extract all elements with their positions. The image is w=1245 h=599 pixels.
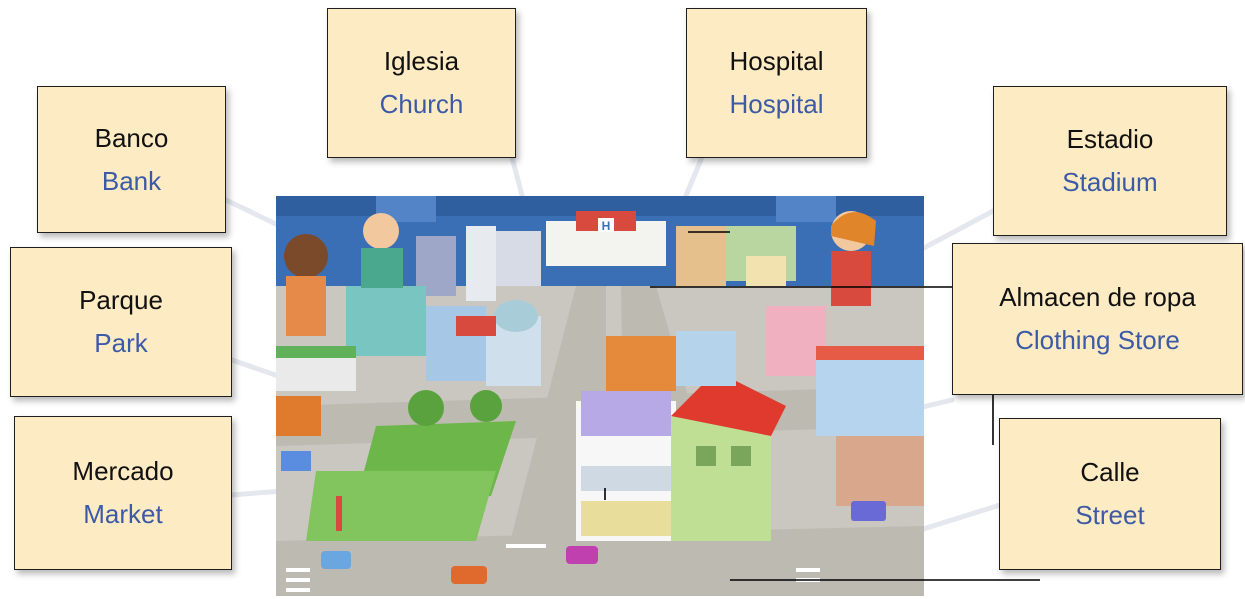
label-card-hospital: Hospital Hospital	[686, 8, 867, 158]
spanish-word: Banco	[94, 122, 169, 153]
stadium-court	[836, 436, 924, 506]
svg-text:H: H	[602, 219, 611, 233]
bank-building	[346, 286, 426, 356]
church-dome	[494, 300, 538, 332]
spanish-word: Parque	[79, 285, 163, 316]
label-card-park: Parque Park	[10, 247, 232, 397]
label-card-market: Mercado Market	[14, 416, 232, 570]
label-card-street: Calle Street	[999, 418, 1221, 570]
boy-character	[363, 213, 399, 249]
english-word: Church	[379, 89, 464, 119]
spanish-word: Hospital	[729, 46, 824, 77]
english-word: Clothing Store	[1015, 325, 1180, 355]
english-word: Hospital	[729, 89, 824, 119]
english-word: Park	[94, 328, 148, 358]
label-card-clothing-store: Almacen de ropa Clothing Store	[952, 243, 1243, 395]
spanish-word: Mercado	[72, 456, 174, 487]
label-card-stadium: Estadio Stadium	[993, 86, 1227, 236]
english-word: Street	[1075, 500, 1145, 530]
girl-character	[284, 234, 328, 278]
spanish-word: Iglesia	[383, 46, 460, 77]
city-illustration: H	[276, 196, 924, 596]
english-word: Stadium	[1062, 167, 1158, 197]
label-card-bank: Banco Bank	[37, 86, 226, 233]
english-word: Market	[83, 499, 163, 529]
label-card-church: Iglesia Church	[327, 8, 516, 158]
spanish-word: Estadio	[1066, 124, 1154, 155]
spanish-word: Almacen de ropa	[999, 282, 1196, 313]
english-word: Bank	[101, 165, 162, 196]
spanish-word: Calle	[1080, 457, 1140, 488]
